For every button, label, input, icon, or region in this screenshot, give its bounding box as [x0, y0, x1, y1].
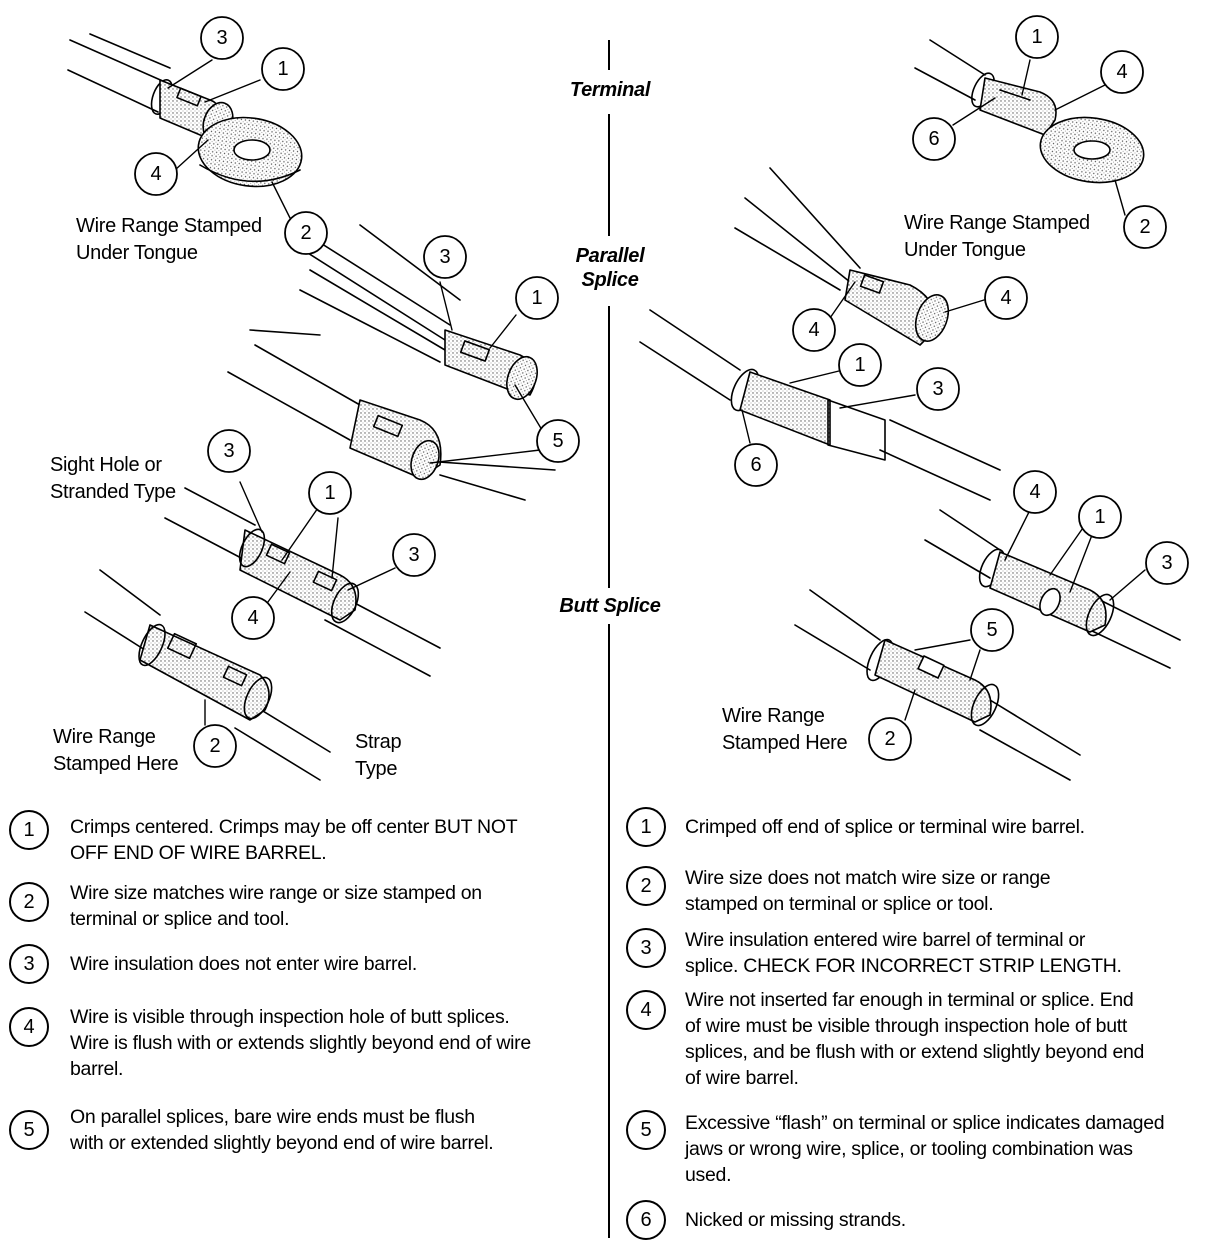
svg-text:4: 4	[808, 319, 819, 341]
svg-text:1: 1	[324, 482, 335, 504]
good-butt-splice-illustration	[84, 487, 441, 781]
svg-text:4: 4	[1116, 61, 1127, 83]
good-legend-text-5: On parallel splices, bare wire ends must…	[70, 1106, 494, 1154]
svg-text:1: 1	[277, 58, 288, 80]
good-legend-text-3: Wire insulation does not enter wire barr…	[70, 953, 417, 975]
bad-legend-number-2: 2	[626, 866, 666, 906]
section-butt-splice: Butt Splice	[559, 595, 661, 617]
good-parallel-splice-illustration	[227, 224, 556, 501]
bad-legend-number-1: 1	[626, 807, 666, 847]
section-parallel-splice: Parallel Splice	[575, 245, 645, 291]
good-legend-number-2: 2	[9, 882, 49, 922]
svg-text:1: 1	[1094, 506, 1105, 528]
section-terminal: Terminal	[569, 79, 651, 101]
good-legend-number-5: 5	[9, 1110, 49, 1150]
svg-text:1: 1	[1031, 26, 1042, 48]
bad-legend-number-6: 6	[626, 1200, 666, 1240]
leader-lines	[167, 59, 1146, 726]
good-legend-text-1: Crimps centered. Crimps may be off cente…	[70, 816, 518, 864]
bad-legend-text-2: Wire size does not match wire size or ra…	[685, 867, 1051, 915]
svg-text:3: 3	[439, 246, 450, 268]
svg-text:1: 1	[531, 287, 542, 309]
good-legend-number-3: 3	[9, 944, 49, 984]
svg-text:5: 5	[986, 619, 997, 641]
bad-legend-number-4: 4	[626, 990, 666, 1030]
svg-text:4: 4	[247, 607, 258, 629]
bad-legend-number-5: 5	[626, 1110, 666, 1150]
svg-text:3: 3	[408, 544, 419, 566]
bad-parallel-splice-illustration	[639, 167, 1001, 501]
bad-legend-number-3: 3	[626, 928, 666, 968]
svg-text:3: 3	[216, 27, 227, 49]
bad-legend-text-5: Excessive “flash” on terminal or splice …	[685, 1112, 1165, 1186]
good-legend-number-4: 4	[9, 1007, 49, 1047]
svg-text:5: 5	[552, 430, 563, 452]
callout-numbers: 3 1 4 2 3 1 5 3 1 3 4 2 1 4 6 2 4 4 1 3 …	[150, 26, 1172, 757]
svg-text:2: 2	[300, 222, 311, 244]
good-legend-number-1: 1	[9, 810, 49, 850]
svg-text:3: 3	[1161, 552, 1172, 574]
svg-text:4: 4	[1000, 287, 1011, 309]
svg-text:2: 2	[209, 735, 220, 757]
bad-terminal-illustration	[914, 39, 1145, 184]
svg-text:2: 2	[884, 728, 895, 750]
svg-text:1: 1	[854, 354, 865, 376]
svg-text:4: 4	[150, 163, 161, 185]
callout-circles	[134, 15, 1189, 768]
good-legend-text-2: Wire size matches wire range or size sta…	[70, 882, 482, 930]
good-terminal-illustration	[67, 33, 303, 188]
svg-text:4: 4	[1029, 481, 1040, 503]
svg-text:6: 6	[750, 454, 761, 476]
bad-legend-text-1: Crimped off end of splice or terminal wi…	[685, 816, 1085, 838]
svg-text:3: 3	[932, 378, 943, 400]
svg-text:2: 2	[1139, 216, 1150, 238]
svg-text:6: 6	[928, 128, 939, 150]
bad-butt-splice-illustration	[794, 509, 1181, 781]
bad-legend-text-6: Nicked or missing strands.	[685, 1209, 906, 1231]
svg-text:3: 3	[223, 440, 234, 462]
bad-legend-text-4: Wire not inserted far enough in terminal…	[685, 989, 1145, 1089]
bad-legend-text-3: Wire insulation entered wire barrel of t…	[685, 929, 1122, 977]
good-legend-text-4: Wire is visible through inspection hole …	[70, 1006, 531, 1080]
